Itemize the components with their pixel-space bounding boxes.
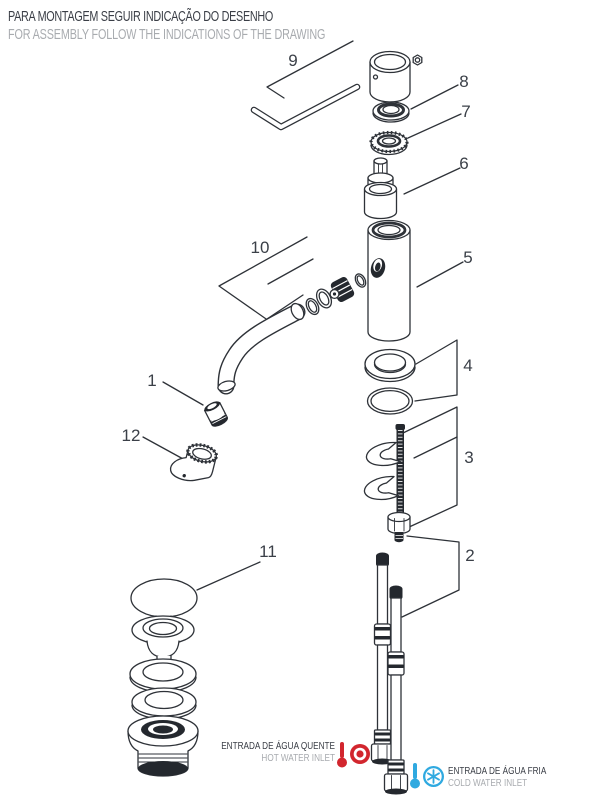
leader-bracket-4 bbox=[414, 339, 458, 402]
spout-opening bbox=[290, 302, 305, 321]
part-label-5: 5 bbox=[463, 248, 472, 267]
part-label-1: 1 bbox=[147, 371, 156, 390]
part-3-mounting-hardware bbox=[363, 406, 458, 543]
spout-hole bbox=[370, 258, 386, 278]
cold-inlet-label-en: COLD WATER INLET bbox=[448, 777, 528, 789]
leader-12 bbox=[142, 436, 186, 461]
leader-bracket-3 bbox=[402, 406, 458, 529]
part-6-cartridge bbox=[363, 157, 461, 220]
leader-8 bbox=[410, 84, 459, 110]
part-label-11: 11 bbox=[259, 542, 277, 561]
stud-nut bbox=[387, 511, 411, 543]
part-5-faucet-body bbox=[367, 219, 464, 342]
header-line-pt: PARA MONTAGEM SEGUIR INDICAÇÃO DO DESENH… bbox=[8, 8, 274, 25]
cold-inlet-label-pt: ENTRADA DE ÁGUA FRIA bbox=[448, 765, 547, 777]
handle-skirt-ring bbox=[372, 101, 410, 123]
part-label-10: 10 bbox=[251, 238, 270, 257]
hot-inlet-label-en: HOT WATER INLET bbox=[261, 752, 335, 764]
drain-plug-cap bbox=[130, 578, 198, 618]
header: PARA MONTAGEM SEGUIR INDICAÇÃO DO DESENH… bbox=[8, 8, 325, 43]
part-9-allen-key bbox=[250, 40, 361, 131]
cold-thermometer-icon bbox=[410, 763, 420, 789]
drain-body bbox=[127, 715, 199, 777]
header-line-en: FOR ASSEMBLY FOLLOW THE INDICATIONS OF T… bbox=[8, 26, 326, 43]
part-label-12: 12 bbox=[122, 426, 141, 445]
part-8-handle bbox=[369, 50, 459, 123]
part-number-labels: 1 2 3 4 5 6 7 8 9 10 11 12 bbox=[122, 51, 475, 565]
hose-right bbox=[383, 585, 409, 795]
leader-bracket-10 bbox=[218, 236, 308, 322]
part-10-spout-group bbox=[217, 236, 367, 395]
leader-6 bbox=[403, 167, 461, 195]
leader-11 bbox=[196, 561, 261, 591]
drain-gasket bbox=[131, 687, 197, 720]
part-label-6: 6 bbox=[459, 154, 468, 173]
part-4-washer-oring bbox=[364, 339, 458, 415]
part-7-ring-nut bbox=[369, 113, 462, 156]
o-ring-small-d bbox=[354, 273, 367, 288]
spout-end-cut bbox=[217, 380, 236, 392]
snowflake-icon bbox=[423, 766, 444, 787]
cold-water-inlet-label: ENTRADA DE ÁGUA FRIA COLD WATER INLET bbox=[448, 765, 604, 789]
part-2-supply-hoses bbox=[370, 535, 460, 795]
hot-dot-icon bbox=[350, 744, 370, 764]
part-label-3: 3 bbox=[464, 448, 473, 467]
set-screw bbox=[412, 54, 423, 66]
handle-set-screw-hole bbox=[372, 74, 379, 80]
part-label-2: 2 bbox=[465, 546, 474, 565]
part-label-4: 4 bbox=[463, 356, 472, 375]
hose-left bbox=[370, 552, 395, 765]
leader-bracket-2 bbox=[401, 535, 460, 618]
leader-7 bbox=[407, 113, 462, 139]
hot-inlet-label-pt: ENTRADA DE ÁGUA QUENTE bbox=[221, 740, 335, 752]
part-1-aerator-insert bbox=[162, 381, 229, 427]
drain-flange bbox=[131, 615, 195, 667]
drain-washer bbox=[129, 658, 197, 693]
part-11-popup-drain bbox=[127, 561, 261, 777]
leader-1 bbox=[162, 381, 204, 406]
hot-thermometer-icon bbox=[337, 742, 347, 768]
base-o-ring bbox=[366, 387, 414, 415]
fork-clamp-upper bbox=[365, 441, 402, 467]
fork-clamp-lower bbox=[363, 475, 400, 501]
leader-bracket-9 bbox=[266, 40, 354, 99]
ring-b bbox=[315, 288, 333, 309]
part-label-7: 7 bbox=[461, 102, 470, 121]
part-12-aerator-housing bbox=[142, 436, 219, 482]
hot-water-inlet-label: ENTRADA DE ÁGUA QUENTE HOT WATER INLET bbox=[179, 740, 335, 764]
part-label-8: 8 bbox=[459, 72, 468, 91]
leader-5 bbox=[416, 261, 464, 288]
part-label-9: 9 bbox=[288, 51, 297, 70]
o-ring-small-a bbox=[305, 297, 320, 316]
